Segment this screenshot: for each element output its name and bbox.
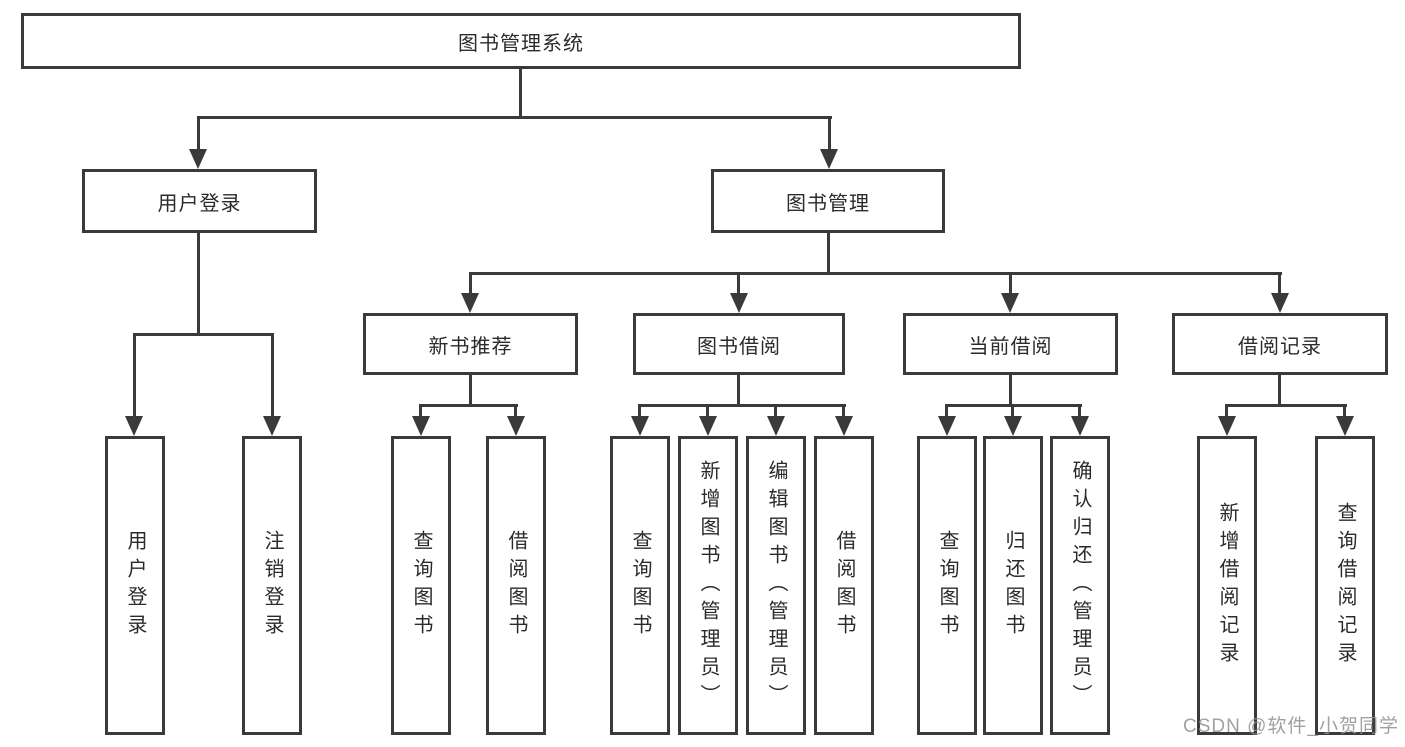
connector-to-borrow-records: [1278, 272, 1281, 294]
leaf-label: 新增借阅记录: [1216, 501, 1238, 670]
leaf-confirm-return-admin: 确认归还（管理员）: [1050, 436, 1110, 735]
arrow-down-icon: [1004, 416, 1022, 436]
leaf-label: 借阅图书: [833, 529, 855, 642]
connector-to-user-login-leaf: [133, 333, 136, 418]
leaf-logout-label: 注销登录: [261, 529, 283, 642]
arrow-down-icon: [189, 149, 207, 169]
leaf-label: 借阅图书: [505, 529, 527, 642]
connector-root-stem: [519, 68, 522, 118]
arrow-down-icon: [767, 416, 785, 436]
connector-borrow-records-stem: [1278, 373, 1281, 406]
leaf-query-books-borrow: 查询图书: [610, 436, 670, 735]
node-new-book-recommend-label: 新书推荐: [428, 335, 513, 358]
connector-leaf: [706, 404, 709, 418]
leaf-query-borrow-record: 查询借阅记录: [1315, 436, 1375, 735]
node-user-login: 用户登录: [82, 169, 317, 233]
node-user-login-label: 用户登录: [157, 192, 242, 215]
leaf-query-books-recommend: 查询图书: [391, 436, 451, 735]
connector-leaf: [1011, 404, 1014, 418]
connector-borrow-records-split: [1225, 404, 1347, 407]
leaf-borrow-books: 借阅图书: [814, 436, 874, 735]
connector-new-book-split: [419, 404, 518, 407]
connector-to-book-borrow: [737, 272, 740, 294]
connector-book-management-stem: [827, 232, 830, 274]
connector-user-login-split: [133, 333, 274, 336]
connector-leaf: [774, 404, 777, 418]
node-new-book-recommend: 新书推荐: [363, 313, 578, 375]
arrow-down-icon: [730, 293, 748, 313]
leaf-borrow-books-recommend: 借阅图书: [486, 436, 546, 735]
leaf-user-login: 用户登录: [105, 436, 165, 735]
arrow-down-icon: [1271, 293, 1289, 313]
connector-leaf: [1343, 404, 1346, 418]
leaf-label: 查询图书: [629, 529, 651, 642]
leaf-edit-books-admin: 编辑图书（管理员）: [746, 436, 806, 735]
connector-to-new-book: [469, 272, 472, 294]
connector-root-split: [197, 116, 832, 119]
leaf-label: 查询图书: [410, 529, 432, 642]
connector-leaf: [419, 404, 422, 418]
arrow-down-icon: [1336, 416, 1354, 436]
leaf-label: 归还图书: [1002, 529, 1024, 642]
leaf-label: 新增图书（管理员）: [697, 459, 719, 712]
connector-user-login-stem: [197, 232, 200, 336]
connector-leaf: [945, 404, 948, 418]
connector-leaf: [1078, 404, 1081, 418]
arrow-down-icon: [412, 416, 430, 436]
node-library-system: 图书管理系统: [21, 13, 1021, 69]
arrow-down-icon: [507, 416, 525, 436]
node-book-borrow-label: 图书借阅: [697, 335, 781, 358]
arrow-down-icon: [125, 416, 143, 436]
leaf-label: 查询图书: [936, 529, 958, 642]
arrow-down-icon: [1218, 416, 1236, 436]
leaf-add-books-admin: 新增图书（管理员）: [678, 436, 738, 735]
arrow-down-icon: [1001, 293, 1019, 313]
arrow-down-icon: [631, 416, 649, 436]
connector-to-current-borrow: [1009, 272, 1012, 294]
connector-leaf: [514, 404, 517, 418]
connector-to-book-management: [828, 116, 831, 153]
connector-current-borrow-stem: [1009, 373, 1012, 406]
node-library-system-label: 图书管理系统: [458, 32, 584, 55]
arrow-down-icon: [835, 416, 853, 436]
connector-book-management-split: [469, 272, 1282, 275]
node-book-management-label: 图书管理: [786, 192, 870, 215]
node-current-borrow: 当前借阅: [903, 313, 1118, 375]
leaf-add-borrow-record: 新增借阅记录: [1197, 436, 1257, 735]
connector-leaf: [638, 404, 641, 418]
leaf-user-login-label: 用户登录: [124, 529, 146, 642]
connector-leaf: [842, 404, 845, 418]
node-current-borrow-label: 当前借阅: [968, 335, 1053, 358]
arrow-down-icon: [820, 149, 838, 169]
leaf-logout: 注销登录: [242, 436, 302, 735]
node-book-borrow: 图书借阅: [633, 313, 845, 375]
watermark: CSDN @软件_小贺同学: [1183, 716, 1399, 737]
leaf-label: 编辑图书（管理员）: [765, 459, 787, 712]
arrow-down-icon: [938, 416, 956, 436]
connector-leaf: [1225, 404, 1228, 418]
connector-book-borrow-stem: [737, 373, 740, 406]
connector-to-logout-leaf: [271, 333, 274, 418]
arrow-down-icon: [263, 416, 281, 436]
connector-new-book-stem: [469, 373, 472, 406]
leaf-label: 确认归还（管理员）: [1069, 459, 1091, 712]
connector-book-borrow-split: [638, 404, 846, 407]
arrow-down-icon: [461, 293, 479, 313]
leaf-query-books-current: 查询图书: [917, 436, 977, 735]
node-borrow-records-label: 借阅记录: [1238, 335, 1322, 358]
leaf-return-books: 归还图书: [983, 436, 1043, 735]
arrow-down-icon: [699, 416, 717, 436]
leaf-label: 查询借阅记录: [1334, 501, 1356, 670]
node-borrow-records: 借阅记录: [1172, 313, 1388, 375]
node-book-management: 图书管理: [711, 169, 945, 233]
connector-to-user-login: [197, 116, 200, 153]
arrow-down-icon: [1071, 416, 1089, 436]
